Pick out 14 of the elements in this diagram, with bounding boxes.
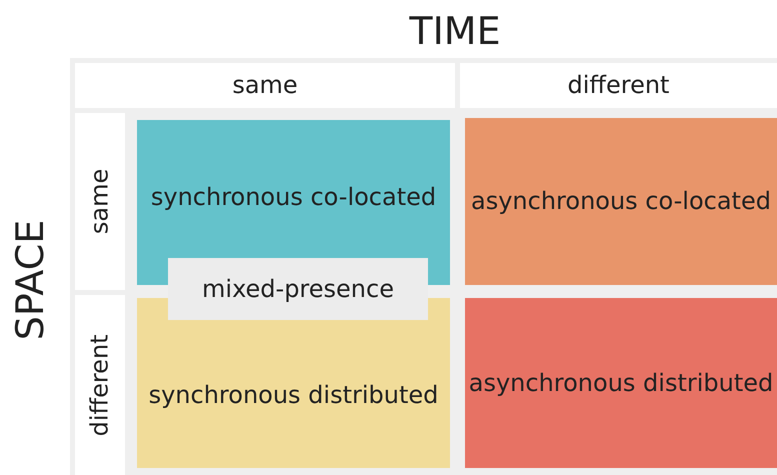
axis-title: SPACE (8, 220, 52, 340)
axis-title: TIME (408, 8, 502, 55)
cell-text: mixed-presence (202, 274, 394, 305)
header-cell: same (75, 63, 455, 108)
cell-text: synchronous co-located (150, 182, 436, 214)
overlap-label-box (168, 258, 428, 320)
quadrant-cell (465, 298, 777, 468)
header-text: different (84, 334, 115, 436)
quadrant-cell (465, 118, 777, 285)
cell-text: asynchronous co-located (471, 186, 771, 218)
cell-text: synchronous distributed (148, 380, 438, 411)
header-text: same (84, 168, 115, 234)
header-cell: different (460, 63, 777, 108)
cell-text: asynchronous distributed (468, 368, 774, 399)
